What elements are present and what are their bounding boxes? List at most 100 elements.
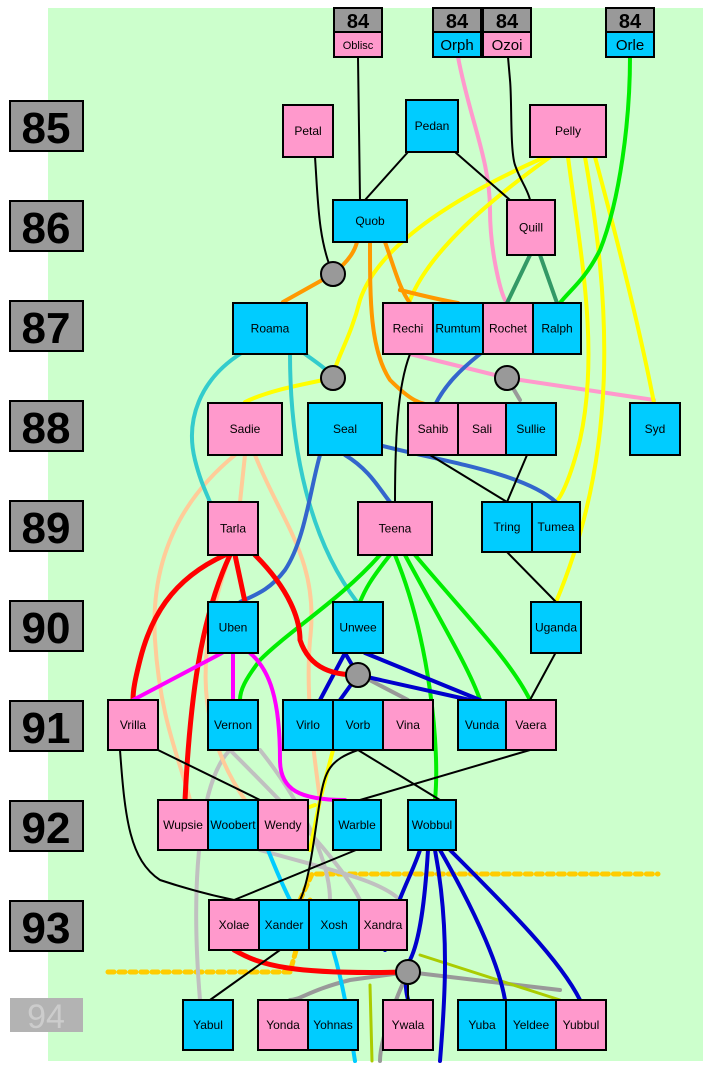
person-box[interactable]: [232, 302, 308, 355]
person-box[interactable]: [332, 799, 382, 851]
person-box[interactable]: [308, 899, 360, 951]
person-node-warble[interactable]: Warble: [332, 799, 382, 851]
person-node-yohnas[interactable]: Yohnas: [307, 999, 359, 1051]
person-node-yubbul[interactable]: Yubbul: [555, 999, 607, 1051]
person-box[interactable]: [505, 402, 557, 456]
person-box[interactable]: [481, 501, 533, 553]
person-node-vernon[interactable]: Vernon: [207, 699, 259, 751]
person-node-xosh[interactable]: Xosh: [308, 899, 360, 951]
person-node-xander[interactable]: Xander: [258, 899, 310, 951]
person-node-roama[interactable]: Roama: [232, 302, 308, 355]
person-node-quob[interactable]: Quob: [332, 199, 408, 243]
person-node-yabul[interactable]: Yabul: [182, 999, 234, 1051]
person-node-yuba[interactable]: Yuba: [457, 999, 507, 1051]
person-box[interactable]: [307, 999, 359, 1051]
person-node-xandra[interactable]: Xandra: [358, 899, 408, 951]
person-box[interactable]: [107, 699, 159, 751]
person-node-ywala[interactable]: Ywala: [382, 999, 434, 1051]
ancestor-node[interactable]: 84 Orph: [432, 7, 482, 58]
person-box[interactable]: [382, 999, 434, 1051]
ancestor-node[interactable]: 84 Oblisc: [333, 7, 383, 58]
person-box[interactable]: [207, 699, 259, 751]
person-node-rumtum[interactable]: Rumtum: [432, 302, 484, 355]
person-box[interactable]: [505, 999, 557, 1051]
person-box[interactable]: [506, 199, 556, 256]
person-box[interactable]: [182, 999, 234, 1051]
person-box[interactable]: [157, 799, 209, 851]
person-node-unwee[interactable]: Unwee: [332, 601, 384, 654]
person-box[interactable]: [307, 402, 383, 456]
person-box[interactable]: [358, 899, 408, 951]
person-node-woobert[interactable]: Woobert: [207, 799, 259, 851]
person-box[interactable]: [207, 799, 259, 851]
person-node-yeldee[interactable]: Yeldee: [505, 999, 557, 1051]
ancestor-generation: 84: [347, 11, 370, 33]
person-node-rechi[interactable]: Rechi: [382, 302, 434, 355]
person-box[interactable]: [357, 501, 433, 556]
person-box[interactable]: [482, 302, 534, 355]
person-node-sullie[interactable]: Sullie: [505, 402, 557, 456]
person-node-wendy[interactable]: Wendy: [257, 799, 309, 851]
person-box[interactable]: [405, 99, 459, 153]
person-node-petal[interactable]: Petal: [282, 104, 334, 158]
person-node-quill[interactable]: Quill: [506, 199, 556, 256]
person-node-vina[interactable]: Vina: [382, 699, 434, 751]
person-box[interactable]: [332, 699, 384, 751]
person-box[interactable]: [207, 402, 283, 456]
person-node-sadie[interactable]: Sadie: [207, 402, 283, 456]
person-box[interactable]: [530, 601, 582, 654]
person-node-yonda[interactable]: Yonda: [257, 999, 309, 1051]
person-node-virlo[interactable]: Virlo: [282, 699, 334, 751]
person-box[interactable]: [555, 999, 607, 1051]
person-box[interactable]: [532, 302, 582, 355]
person-node-uben[interactable]: Uben: [207, 601, 259, 654]
person-box[interactable]: [457, 699, 507, 751]
person-box[interactable]: [382, 699, 434, 751]
person-box[interactable]: [332, 601, 384, 654]
person-box[interactable]: [629, 402, 681, 456]
person-box[interactable]: [207, 501, 259, 556]
person-node-wupsie[interactable]: Wupsie: [157, 799, 209, 851]
person-box[interactable]: [505, 699, 557, 751]
person-node-teena[interactable]: Teena: [357, 501, 433, 556]
person-box[interactable]: [208, 899, 260, 951]
person-node-syd[interactable]: Syd: [629, 402, 681, 456]
generation-label: 89: [9, 500, 84, 553]
person-node-vorb[interactable]: Vorb: [332, 699, 384, 751]
link-line: [558, 55, 632, 305]
link-line: [152, 453, 237, 802]
person-box[interactable]: [332, 199, 408, 243]
person-node-wobbul[interactable]: Wobbul: [407, 799, 457, 851]
person-node-tumea[interactable]: Tumea: [531, 501, 581, 553]
person-node-seal[interactable]: Seal: [307, 402, 383, 456]
person-node-rochet[interactable]: Rochet: [482, 302, 534, 355]
person-name: Petal: [294, 124, 321, 138]
person-box[interactable]: [257, 999, 309, 1051]
ancestor-node[interactable]: 84 Ozoi: [482, 7, 532, 58]
person-box[interactable]: [207, 601, 259, 654]
person-box[interactable]: [531, 501, 581, 553]
person-box[interactable]: [529, 104, 607, 158]
person-node-ralph[interactable]: Ralph: [532, 302, 582, 355]
person-node-vrilla[interactable]: Vrilla: [107, 699, 159, 751]
person-node-pelly[interactable]: Pelly: [529, 104, 607, 158]
person-box[interactable]: [407, 799, 457, 851]
ancestor-node[interactable]: 84 Orle: [605, 7, 655, 58]
person-node-tarla[interactable]: Tarla: [207, 501, 259, 556]
link-line: [413, 553, 532, 702]
generation-label: 85: [9, 100, 84, 153]
person-box[interactable]: [432, 302, 484, 355]
person-box[interactable]: [407, 402, 459, 456]
person-box[interactable]: [257, 799, 309, 851]
person-box[interactable]: [282, 104, 334, 158]
person-node-uganda[interactable]: Uganda: [530, 601, 582, 654]
person-node-sahib[interactable]: Sahib: [407, 402, 459, 456]
person-node-vunda[interactable]: Vunda: [457, 699, 507, 751]
person-node-sali[interactable]: Sali: [457, 402, 507, 456]
person-node-vaera[interactable]: Vaera: [505, 699, 557, 751]
person-node-xolae[interactable]: Xolae: [208, 899, 260, 951]
person-node-pedan[interactable]: Pedan: [405, 99, 459, 153]
person-node-tring[interactable]: Tring: [481, 501, 533, 553]
person-box[interactable]: [457, 402, 507, 456]
person-name: Yeldee: [513, 1018, 550, 1032]
